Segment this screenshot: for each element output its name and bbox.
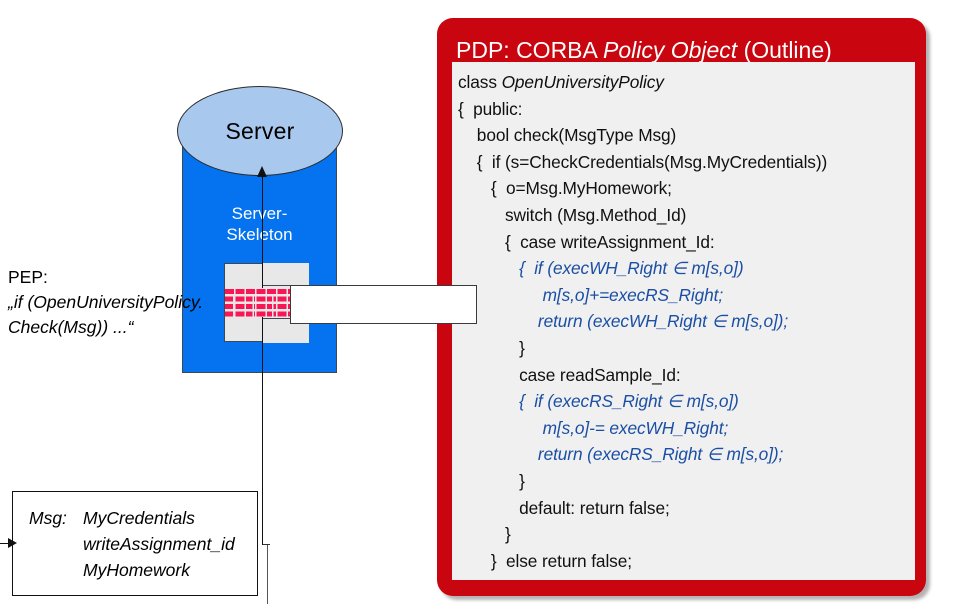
pdp-title-italic: Policy Object [602, 37, 738, 63]
pep-quote-line-1: „if (OpenUniversityPolicy. [8, 292, 204, 312]
msg-connector-vertical [267, 544, 269, 604]
pdp-title-prefix: PDP: CORBA [456, 37, 603, 63]
pep-quote-line-2: Check(Msg)) ...“ [8, 317, 134, 337]
pep-pdp-connector [290, 285, 477, 324]
pdp-code-block: class OpenUniversityPolicy { public: bool… [452, 62, 915, 580]
plug-notch-top [262, 263, 309, 286]
pdp-policy-object-panel: PDP: CORBA Policy Object (Outline) class… [437, 18, 926, 596]
pdp-panel-title: PDP: CORBA Policy Object (Outline) [456, 37, 832, 64]
code-line-5: switch (Msg.Method_Id) [458, 204, 687, 225]
pep-pdp-connector-top-line [290, 285, 477, 286]
msg-inbound-arrow-shaft [0, 543, 13, 545]
code-line-10: } [458, 337, 525, 358]
code-line-13: m[s,o]-= execWH_Right; [458, 417, 729, 438]
code-line-8: m[s,o]+=execRS_Right; [458, 284, 724, 305]
msg-value-2: MyHomework [83, 560, 190, 580]
pep-caption: PEP: „if (OpenUniversityPolicy. Check(Ms… [8, 265, 248, 340]
code-line-18: } else return false; [458, 550, 632, 571]
code-line-16: default: return false; [458, 497, 670, 518]
code-line-2: bool check(MsgType Msg) [458, 125, 677, 146]
pdp-title-suffix: (Outline) [737, 37, 832, 63]
server-ellipse: Server [177, 86, 343, 176]
msg-key: Msg: [29, 508, 67, 528]
msg-connector-horizontal [262, 544, 270, 546]
code-line-14: return (execRS_Right ∈ m[s,o]); [458, 444, 784, 465]
code-line-17: } [458, 524, 511, 545]
code-line-0: class OpenUniversityPolicy [458, 72, 664, 92]
message-flow-arrow-head [257, 166, 267, 177]
code-line-9: return (execWH_Right ∈ m[s,o]); [458, 311, 789, 332]
server-label: Server [225, 117, 295, 144]
code-line-15: } [458, 470, 525, 491]
pep-label: PEP: [8, 267, 48, 287]
msg-first-line: Msg: MyCredentials [29, 505, 235, 531]
message-flow-arrow-shaft [262, 173, 264, 545]
code-line-4: { o=Msg.MyHomework; [458, 178, 672, 199]
server-skeleton-label: Server- Skeleton [226, 204, 293, 244]
msg-box: Msg: MyCredentials writeAssignment_id MyH… [12, 491, 258, 596]
code-line-3: { if (s=CheckCredentials(Msg.MyCredentia… [458, 151, 828, 172]
code-line-11: case readSample_Id: [458, 364, 681, 385]
msg-inbound-arrow-head [8, 538, 17, 548]
code-line-19: } [458, 574, 915, 580]
code-line-12: { if (execRS_Right ∈ m[s,o]) [458, 391, 739, 412]
code-line-6: { case writeAssignment_Id: [458, 231, 715, 252]
code-line-0-identifier: OpenUniversityPolicy [501, 72, 664, 92]
code-line-1: { public: [458, 98, 523, 119]
msg-content: Msg: MyCredentials writeAssignment_id MyH… [29, 505, 235, 583]
msg-value-1: writeAssignment_id [83, 534, 235, 554]
msg-value-0: MyCredentials [83, 508, 195, 528]
code-line-7: { if (execWH_Right ∈ m[s,o]) [458, 258, 744, 279]
